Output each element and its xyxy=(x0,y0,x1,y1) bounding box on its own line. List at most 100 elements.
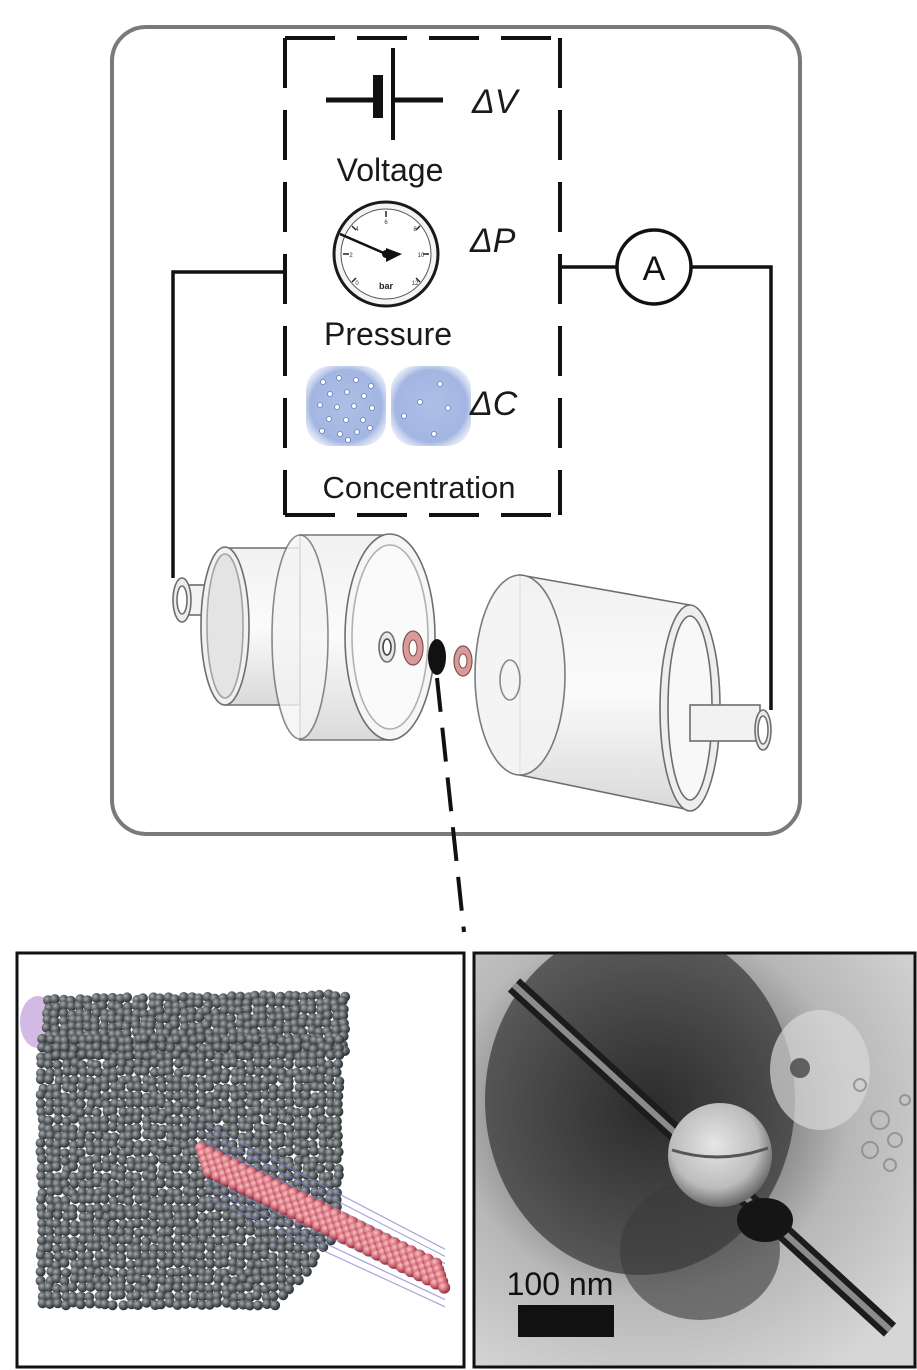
atom xyxy=(307,1058,318,1069)
atom xyxy=(299,1129,310,1140)
atom xyxy=(251,1251,262,1262)
atom xyxy=(131,1130,142,1141)
atom xyxy=(122,992,132,1003)
atom xyxy=(260,1139,271,1149)
atom xyxy=(53,1098,64,1109)
atom xyxy=(110,1146,121,1156)
atom xyxy=(53,1068,64,1078)
atom xyxy=(219,1257,230,1268)
atom xyxy=(228,1115,239,1126)
atom xyxy=(213,1065,223,1076)
atom xyxy=(293,1178,304,1189)
atom xyxy=(196,1202,207,1213)
atom xyxy=(213,1235,224,1246)
atom xyxy=(268,1227,278,1238)
atom xyxy=(324,1161,335,1172)
atom xyxy=(173,1194,184,1205)
atom xyxy=(43,1059,54,1070)
atom xyxy=(246,1236,257,1247)
atom xyxy=(132,1147,143,1158)
atom xyxy=(211,1090,222,1100)
atom xyxy=(140,1265,151,1276)
atom xyxy=(76,1138,86,1149)
atom xyxy=(92,1034,103,1044)
atom xyxy=(45,1234,56,1245)
atom xyxy=(77,1282,88,1293)
ammeter-icon: A xyxy=(615,228,693,306)
atom xyxy=(67,1250,78,1261)
atom xyxy=(52,1042,63,1053)
atom xyxy=(53,1251,64,1262)
atom xyxy=(134,1258,145,1269)
atom xyxy=(194,1012,205,1023)
atom xyxy=(219,1249,230,1260)
atom xyxy=(260,1058,271,1068)
atom xyxy=(270,1300,281,1311)
atom xyxy=(267,997,278,1008)
atom xyxy=(302,1082,313,1093)
atom xyxy=(142,1051,153,1062)
atom xyxy=(100,1082,110,1092)
atom xyxy=(58,1008,69,1019)
atom xyxy=(108,1243,119,1254)
atom xyxy=(117,1058,127,1069)
atom xyxy=(316,1082,327,1093)
atom xyxy=(82,1021,93,1032)
atom xyxy=(118,1219,129,1230)
atom xyxy=(60,1226,71,1237)
atom xyxy=(276,1049,287,1060)
ammeter-label: A xyxy=(643,250,666,288)
atom xyxy=(132,1250,143,1261)
delta-v-label: ΔV xyxy=(471,83,521,121)
atom xyxy=(173,1257,184,1268)
atom xyxy=(246,1259,257,1270)
atom xyxy=(292,1107,303,1118)
atom xyxy=(219,1090,230,1101)
atom xyxy=(284,1097,295,1108)
atom xyxy=(237,1226,247,1237)
atom xyxy=(220,1226,231,1236)
atom xyxy=(124,1179,135,1190)
atom xyxy=(86,1266,96,1277)
atom xyxy=(124,1090,135,1101)
atom xyxy=(308,1161,318,1172)
atom xyxy=(196,1299,207,1310)
atom xyxy=(171,1006,182,1017)
atom xyxy=(333,1059,344,1069)
atom xyxy=(35,1089,46,1100)
atom xyxy=(123,1146,134,1157)
atom xyxy=(228,1219,239,1230)
atom xyxy=(260,1130,271,1141)
atom xyxy=(259,1081,270,1092)
atom xyxy=(318,1138,329,1149)
atom xyxy=(195,1251,206,1262)
atom xyxy=(181,1107,192,1118)
atom xyxy=(36,1194,47,1205)
atom xyxy=(290,991,301,1001)
atom xyxy=(334,1082,345,1093)
atom xyxy=(181,1194,191,1205)
atom xyxy=(124,1227,135,1238)
atom xyxy=(317,1097,327,1108)
atom xyxy=(188,1066,199,1077)
atom xyxy=(86,1066,97,1077)
atom xyxy=(115,1065,126,1076)
atom xyxy=(91,1008,102,1019)
atom xyxy=(132,1210,143,1221)
atom xyxy=(170,1019,180,1030)
atom xyxy=(278,1290,289,1301)
atom xyxy=(84,1258,95,1269)
atom xyxy=(205,1258,216,1269)
atom xyxy=(166,1218,177,1229)
atom xyxy=(257,1019,268,1029)
atom xyxy=(75,1107,86,1118)
atom xyxy=(260,1267,271,1278)
atom xyxy=(245,1065,256,1076)
atom xyxy=(181,1123,191,1134)
atom xyxy=(52,1298,63,1309)
atom xyxy=(53,1185,64,1196)
atom xyxy=(52,1283,62,1294)
atom xyxy=(334,1050,345,1060)
atom xyxy=(35,1250,46,1260)
